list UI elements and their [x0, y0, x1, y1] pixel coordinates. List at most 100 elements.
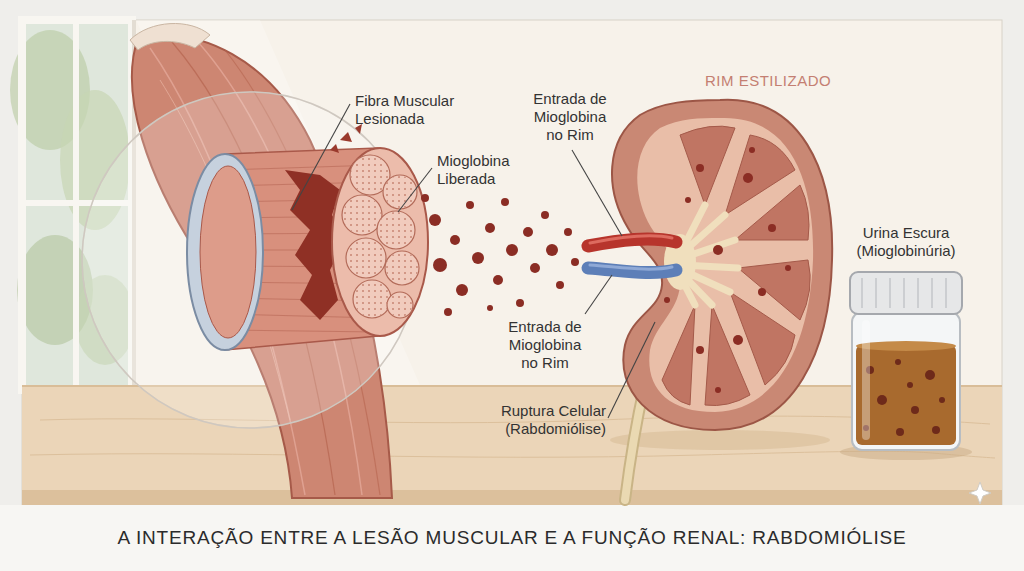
myoglobin-particles-part [564, 228, 572, 236]
muscle-fiber-bundle-part [200, 166, 256, 338]
part-label: Entrada de Mioglobina no Rim [501, 318, 589, 372]
urine-jar-part-part [939, 397, 945, 403]
urine-jar-part [863, 359, 945, 436]
urine-jar-part-part [875, 278, 877, 308]
table-part [610, 430, 830, 450]
part-label: Fibra Muscular Lesionada [355, 92, 473, 128]
kidney-part [637, 118, 813, 412]
urine-jar-part-part [861, 278, 863, 308]
kidney-part [590, 265, 672, 269]
magnifier [82, 92, 418, 428]
myoglobin-particles-part [556, 281, 564, 289]
myoglobin-particles-part [541, 211, 549, 219]
myoglobin-particles-part [433, 258, 447, 272]
figure-label: RIM ESTILIZADO [705, 72, 875, 90]
kidney-part-part [749, 147, 755, 153]
muscle-fiber-bundle [187, 124, 428, 350]
muscle-fiber-bundle-part-part [351, 156, 389, 194]
myoglobin-particles-part [421, 194, 429, 202]
kidney-part-part [696, 346, 704, 354]
urine-jar-part-part [889, 278, 891, 308]
part-label: Ruptura Celular (Rabdomiólise) [478, 402, 606, 438]
myoglobin-particles-part [523, 227, 533, 237]
kidney-part-part [713, 245, 723, 255]
urine-jar-part-part [945, 278, 947, 308]
table-part [22, 490, 1002, 505]
urine-jar-part-part [877, 395, 887, 405]
part-label: Urina Escura (Mioglobinúria) [843, 224, 969, 260]
urine-jar-part-part [932, 426, 940, 434]
myoglobin-particles-part [516, 299, 524, 307]
kidney-part-part [733, 335, 743, 345]
muscle-fiber-bundle-part [340, 132, 352, 142]
kidney-part-part [768, 224, 776, 232]
urine-jar-part [862, 278, 946, 308]
muscle-fiber-bundle-part [343, 156, 418, 317]
muscle-fiber-bundle-part-part [378, 212, 414, 248]
myoglobin-particles-part [506, 244, 518, 256]
kidney-part [612, 100, 832, 430]
muscle-fiber-bundle-part [342, 155, 419, 318]
myoglobin-particles-part [485, 223, 495, 233]
muscle-fiber-bundle-part [332, 148, 428, 336]
muscle-fiber-bundle-part-part [386, 252, 418, 284]
urine-jar-part [850, 272, 962, 314]
myoglobin-particles-part [493, 275, 503, 285]
myoglobin-particles-part [530, 263, 540, 273]
urine-jar [850, 272, 962, 450]
sparkle [969, 482, 991, 504]
myoglobin-particles-part [466, 201, 474, 209]
urine-jar-part [852, 312, 960, 450]
muscle-fiber-bundle-part-part [388, 293, 412, 317]
muscle-part [130, 24, 210, 50]
leader-lines-part [398, 168, 432, 212]
kidney-part [590, 236, 672, 243]
myoglobin-particles-part [487, 305, 493, 311]
kidney-part-part [696, 164, 704, 172]
urine-jar-part-part [925, 370, 935, 380]
leader-lines [292, 104, 655, 418]
muscle-fiber-bundle-part-part [354, 281, 390, 317]
kidney-part-part [743, 173, 753, 183]
myoglobin-particles-part [429, 214, 441, 226]
leader-lines-part [292, 104, 350, 210]
muscle-fiber-bundle-part-part [343, 196, 381, 234]
myoglobin-particles-part [444, 308, 452, 316]
urine-jar-part-part [931, 278, 933, 308]
kidney-part-part [662, 305, 695, 405]
leader-lines-part [585, 275, 612, 314]
muscle-fiber-bundle-part-part [377, 211, 415, 249]
background-part [0, 505, 1024, 571]
magnifier-part [82, 92, 418, 428]
kidney [588, 100, 832, 500]
muscle-fiber-bundle-part [187, 154, 263, 350]
part-label: Entrada de Mioglobina no Rim [526, 90, 614, 144]
kidney-part-part [785, 265, 791, 271]
myoglobin-particles-part [546, 244, 558, 256]
urine-jar-part-part [917, 278, 919, 308]
kidney-part-part [715, 387, 721, 393]
myoglobin-particles-part [456, 284, 468, 296]
urine-jar-part [862, 320, 870, 440]
kidney-part [664, 147, 791, 393]
myoglobin-particles-part [450, 235, 460, 245]
myoglobin-particles-part [501, 198, 509, 206]
leader-lines-part [572, 150, 622, 236]
myoglobin-particles [421, 194, 579, 316]
muscle-fiber-bundle-part-part [387, 292, 413, 318]
urine-jar-part-part [895, 359, 901, 365]
kidney-part-part [680, 126, 735, 205]
urine-jar-part [856, 341, 956, 351]
muscle-fiber-bundle-part-part [342, 195, 382, 235]
muscle-fiber-bundle-part-part [385, 251, 419, 285]
part-label: Mioglobina Liberada [437, 152, 537, 188]
muscle-fiber-bundle-part-part [347, 239, 385, 277]
urine-jar-part-part [896, 428, 904, 436]
kidney-part [662, 126, 810, 405]
sparkle-part [969, 482, 991, 504]
urine-jar-part-part [907, 382, 913, 388]
